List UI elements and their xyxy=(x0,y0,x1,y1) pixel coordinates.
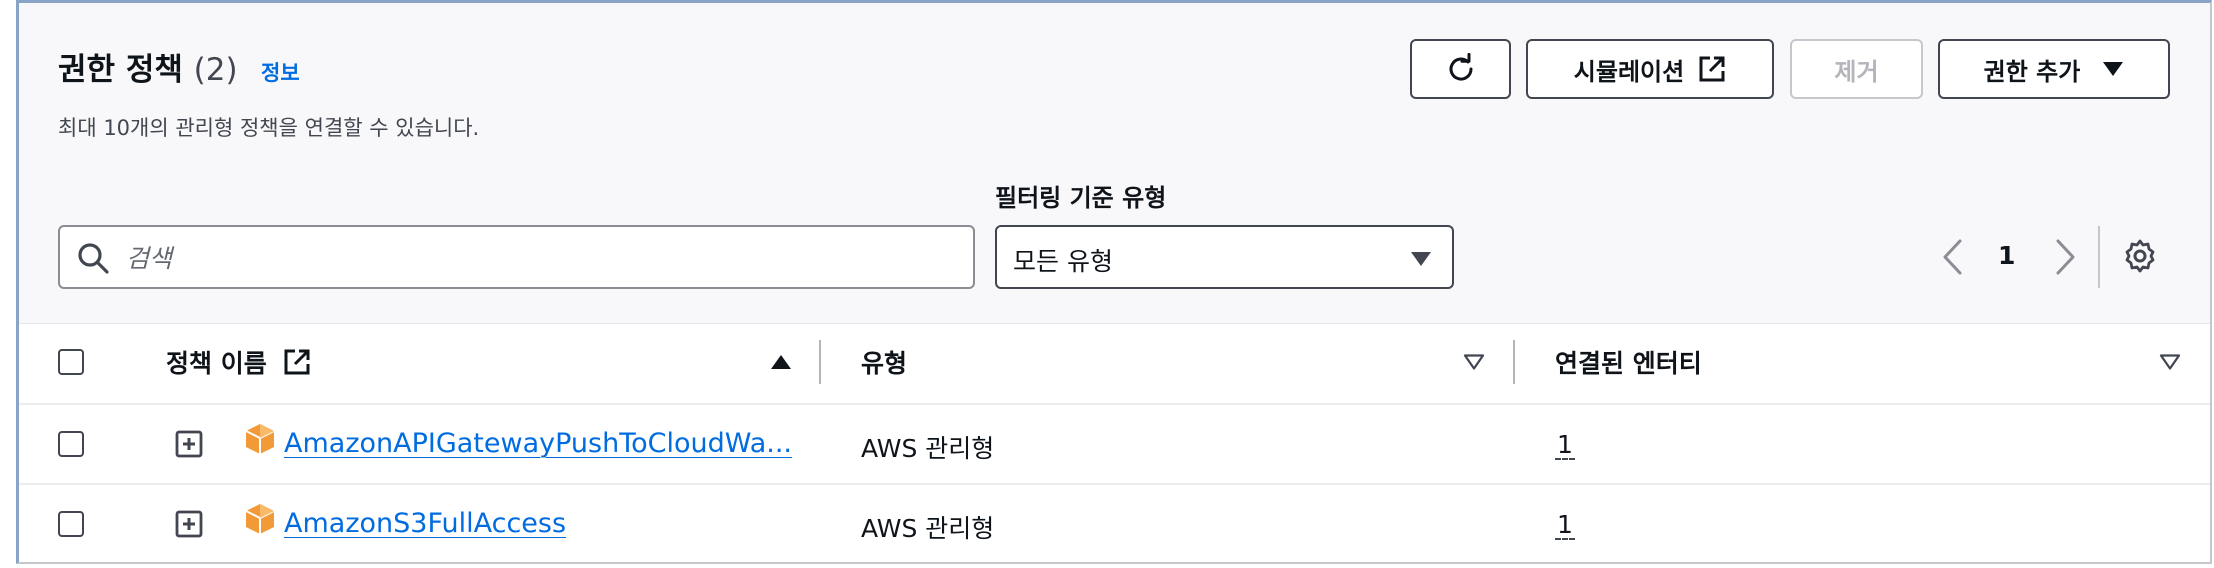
aws-package-icon xyxy=(245,424,275,454)
expand-icon[interactable] xyxy=(175,510,203,538)
row-divider xyxy=(19,403,2210,405)
page-title: 권한 정책 (2) xyxy=(58,44,238,89)
chevron-left-icon[interactable] xyxy=(1940,238,1966,276)
policy-type: AWS 관리형 xyxy=(861,514,995,543)
filter-type-label: 필터링 기준 유형 xyxy=(995,184,1167,212)
select-all-checkbox[interactable] xyxy=(58,349,84,375)
chevron-right-icon[interactable] xyxy=(2052,238,2078,276)
subtitle: 최대 10개의 관리형 정책을 연결할 수 있습니다. xyxy=(58,116,480,140)
filter-type-select[interactable]: 모든 유형 xyxy=(995,225,1454,289)
title-text: 권한 정책 xyxy=(58,52,183,88)
column-divider[interactable] xyxy=(1513,340,1515,384)
search-box[interactable] xyxy=(58,225,975,289)
policy-name-link[interactable]: AmazonS3FullAccess xyxy=(284,508,567,539)
column-header-attached-entities[interactable]: 연결된 엔터티 xyxy=(1555,349,1702,378)
sort-ascending-icon[interactable] xyxy=(770,354,792,370)
permissions-panel xyxy=(16,0,2212,564)
sort-icon[interactable] xyxy=(1463,354,1485,370)
attached-entities-count[interactable]: 1 xyxy=(1555,510,1575,540)
caret-down-icon xyxy=(2103,62,2124,76)
settings-icon[interactable] xyxy=(2122,238,2158,274)
remove-button[interactable]: 제거 xyxy=(1790,39,1923,99)
expand-icon[interactable] xyxy=(175,430,203,458)
aws-package-icon xyxy=(245,504,275,534)
column-header-policy-name-label: 정책 이름 xyxy=(166,349,267,378)
row-checkbox[interactable] xyxy=(58,431,84,457)
sort-icon[interactable] xyxy=(2159,354,2181,370)
column-header-type[interactable]: 유형 xyxy=(861,349,908,378)
attached-entities-count[interactable]: 1 xyxy=(1555,430,1575,460)
search-input[interactable] xyxy=(124,237,948,279)
add-permissions-button[interactable]: 권한 추가 xyxy=(1938,39,2170,99)
simulation-button[interactable]: 시뮬레이션 xyxy=(1526,39,1774,99)
info-link[interactable]: 정보 xyxy=(261,61,300,85)
refresh-button[interactable] xyxy=(1410,39,1511,99)
external-link-icon xyxy=(1699,56,1725,82)
external-link-icon xyxy=(284,349,310,375)
column-divider[interactable] xyxy=(819,340,821,384)
row-checkbox[interactable] xyxy=(58,511,84,537)
filter-type-value: 모든 유형 xyxy=(1013,247,1113,276)
search-icon xyxy=(78,243,109,274)
column-header-policy-name[interactable]: 정책 이름 xyxy=(166,344,311,380)
title-count: (2) xyxy=(193,52,238,88)
add-permissions-label: 권한 추가 xyxy=(1983,57,2081,86)
policy-type: AWS 관리형 xyxy=(861,434,995,463)
refresh-icon xyxy=(1449,53,1473,81)
table-top-divider xyxy=(19,323,2210,324)
policy-name-link[interactable]: AmazonAPIGatewayPushToCloudWa... xyxy=(284,428,793,459)
pagination-page[interactable]: 1 xyxy=(1998,241,2016,270)
caret-down-icon xyxy=(1411,252,1431,266)
simulation-label: 시뮬레이션 xyxy=(1573,57,1685,86)
pagination-divider xyxy=(2098,226,2100,288)
row-divider xyxy=(19,483,2210,485)
